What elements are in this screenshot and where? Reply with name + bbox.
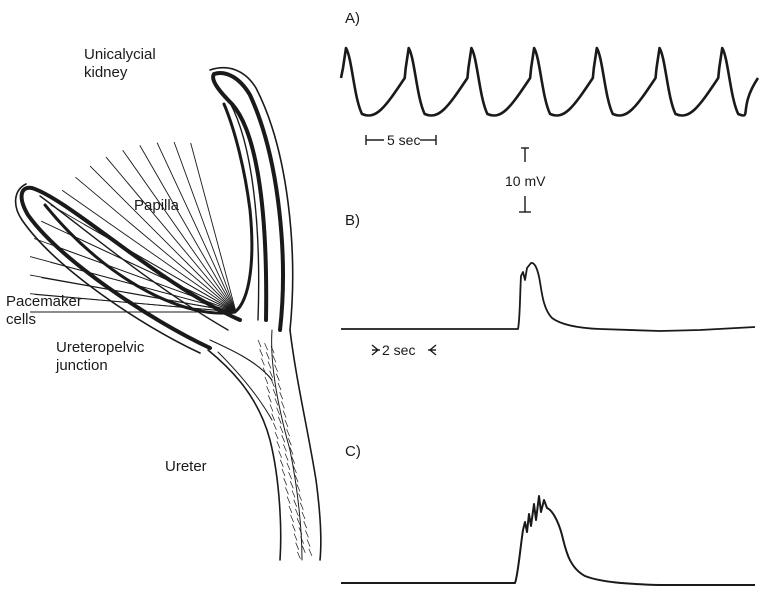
panel-label-c: C) (345, 443, 361, 461)
ureter-hatch-stroke (261, 358, 264, 365)
label-pacemaker-cells: Pacemaker cells (6, 293, 82, 329)
papilla-line (140, 145, 236, 312)
ureter-hatch-stroke (278, 417, 281, 424)
ureter-hatch-stroke (304, 521, 307, 528)
ureter-hatch-stroke (268, 362, 271, 369)
ureter-hatch-stroke (294, 500, 297, 507)
voltage-scale-label: 10 mV (505, 172, 545, 190)
label-papilla: Papilla (134, 197, 179, 215)
ureter-hatch-stroke (268, 395, 271, 402)
trace-b (341, 263, 755, 331)
trace-a (341, 48, 758, 116)
ureter-hatch-stroke (275, 432, 278, 439)
ureter-hatch-stroke (283, 411, 286, 418)
label-unicalycial-line1: Unicalycial (84, 46, 156, 64)
papilla-radiating-lines (30, 142, 236, 312)
ureter-hatch-stroke (287, 463, 290, 470)
ureter-hatch-stroke (270, 405, 273, 412)
label-pacemaker-line1: Pacemaker (6, 293, 82, 311)
papilla-line (191, 143, 236, 312)
ureter-hatch-stroke (276, 374, 279, 381)
time-scale-b: 2 sec (382, 341, 415, 359)
ureter-hatch-stroke (277, 441, 280, 448)
ureter-hatch-stroke (296, 543, 299, 550)
ureter-hatch-stroke (292, 491, 295, 498)
ureter-hatch-stroke (309, 549, 312, 556)
ureter-hatch-stroke (273, 423, 276, 430)
papilla-line (157, 143, 236, 312)
ureter-hatch-stroke (289, 472, 292, 479)
ureter-hatch-stroke (280, 426, 283, 433)
label-junction-line2: junction (56, 357, 144, 375)
ureter-hatch-stroke (290, 481, 293, 488)
label-unicalycial-kidney: Unicalycial kidney (84, 46, 156, 82)
ureter-hatch-stroke (300, 503, 303, 510)
ureter-hatch-stroke (281, 401, 284, 408)
ureter-hatch-stroke (258, 340, 261, 347)
ureter-hatch-stroke (291, 515, 294, 522)
time-scale-a: 5 sec (387, 131, 420, 149)
ureter-hatch-stroke (273, 389, 276, 396)
label-ureteropelvic-junction: Ureteropelvic junction (56, 339, 144, 375)
ureter-hatch-stroke (283, 444, 286, 451)
ureter-hatch-stroke (282, 435, 285, 442)
ureter-hatch-stroke (297, 552, 300, 559)
ureter-hatch-stroke (280, 392, 283, 399)
ureter-hatch-stroke (260, 349, 263, 356)
ureter-hatch-stroke (280, 460, 283, 467)
trace-c (341, 496, 755, 585)
ureter-hatch-stroke (307, 540, 310, 547)
ureter-hatch-stroke (292, 524, 295, 531)
panel-label-a: A) (345, 10, 360, 28)
ureter-hatch-stroke (265, 377, 268, 384)
ureter-hatch-stroke (294, 534, 297, 541)
ureter-hatch-stroke (271, 380, 274, 387)
ureter-hatch-stroke (285, 420, 288, 427)
ureter-hatch-stroke (302, 546, 305, 553)
ureter-hatch-stroke (305, 530, 308, 537)
ureter-hatch-stroke (285, 454, 288, 461)
label-cells-line2: cells (6, 311, 82, 329)
ureter-hatch-stroke (275, 365, 278, 372)
ureter-hatch-stroke (287, 497, 290, 504)
ureter-hatch-stroke (302, 512, 305, 519)
ureter-hatch-stroke (279, 451, 282, 458)
trace-c-waveform (341, 496, 755, 585)
ureter-hatch-stroke (277, 408, 280, 415)
label-kidney-line2: kidney (84, 64, 156, 82)
ureter-hatch-stroke (267, 386, 270, 393)
ureter-hatch-stroke (285, 487, 288, 494)
trace-a-waveform (341, 48, 758, 116)
trace-b-waveform (341, 263, 755, 331)
ureter-hatch-stroke (284, 478, 287, 485)
ureter-hatch-stroke (265, 343, 268, 350)
ureter-hatch-stroke (299, 494, 302, 501)
ureter-hatch-stroke (289, 506, 292, 513)
ureter-hatch-stroke (295, 509, 298, 516)
label-ureter: Ureter (165, 458, 207, 476)
label-ureteropelvic-line1: Ureteropelvic (56, 339, 144, 357)
ureter-hatch-stroke (282, 469, 285, 476)
ureter-hatch-stroke (270, 371, 273, 378)
ureter-hatch-stroke (273, 355, 276, 362)
ureter-hatch-stroke (278, 383, 281, 390)
panel-label-b: B) (345, 212, 360, 230)
ureter-hatch-stroke (266, 352, 269, 359)
ureter-hatch-stroke (287, 429, 290, 436)
